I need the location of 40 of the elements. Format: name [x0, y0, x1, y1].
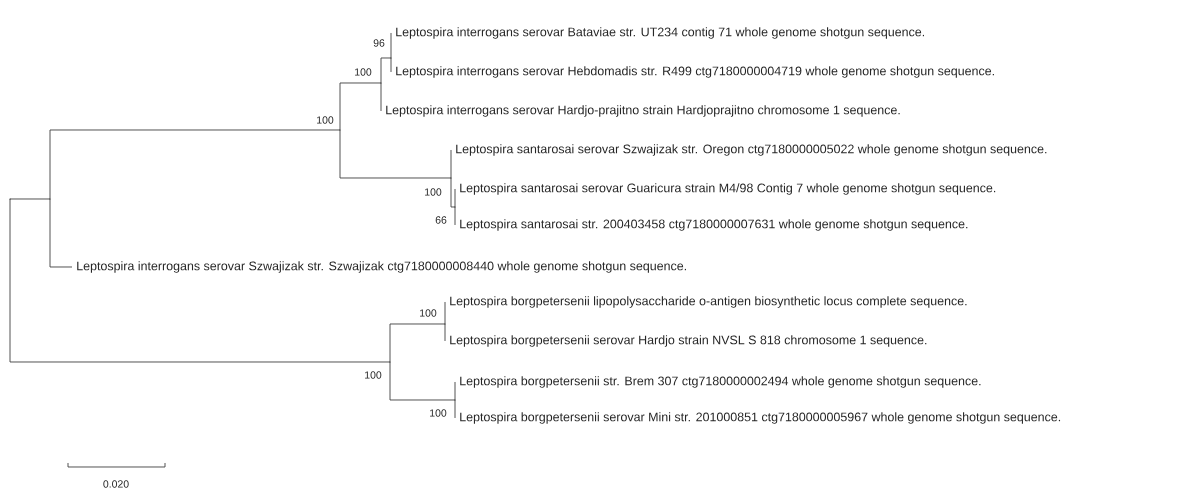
branch [390, 32, 392, 59]
bootstrap-value: 100 [365, 371, 382, 379]
species-label: Leptospira borgpetersenii lipopolysaccharide o-antigen biosynthetic locus complete sequence. [450, 296, 967, 308]
branch [49, 129, 341, 200]
branch [9, 198, 51, 200]
species-label: Leptospira borgpetersenii serovar Hardjo strain NVSL S 818 chromosome 1 sequence. [450, 335, 927, 347]
bootstrap-value: 100 [355, 68, 372, 76]
species-label: Leptospira interrogans serovar Bataviae str. UT234 contig 71 whole genome shotgun sequence. [396, 27, 925, 39]
species-label: Leptospira interrogans serovar Hardjo-prajitno strain Hardjoprajitno chromosome 1 sequence. [386, 105, 900, 117]
bootstrap-value: 100 [425, 188, 442, 196]
branch [450, 177, 456, 208]
branch [380, 82, 382, 112]
branch [454, 399, 456, 419]
branch [380, 57, 392, 84]
branch [450, 149, 452, 179]
scale-label: 0.020 [103, 480, 129, 488]
branch [389, 323, 446, 363]
species-label: Leptospira santarosai serovar Guaricura strain M4/98 Contig 7 whole genome shotgun sequence. [460, 183, 996, 195]
bootstrap-value: 66 [435, 216, 447, 224]
species-label: Leptospira borgpetersenii serovar Mini str. 201000851 ctg7180000005967 whole genome shotgun sequence. [460, 412, 1061, 424]
branch [444, 323, 446, 342]
bootstrap-value: 100 [420, 309, 437, 317]
branch [339, 129, 452, 179]
branch [390, 57, 392, 73]
species-label: Leptospira borgpetersenii str. Brem 307 ctg7180000002494 whole genome shotgun sequence. [460, 376, 981, 388]
branch [454, 206, 456, 226]
species-label: Leptospira santarosai str. 200403458 ctg7180000007631 whole genome shotgun sequence. [460, 219, 968, 231]
branch [389, 361, 456, 401]
branch [444, 301, 446, 325]
species-label: Leptospira interrogans serovar Szwajizak str. Szwajizak ctg7180000008440 whole genome shotgun sequence. [77, 261, 686, 273]
branch [454, 381, 456, 401]
branch [49, 198, 73, 268]
branch [454, 188, 456, 208]
bootstrap-value: 100 [430, 409, 447, 417]
species-label: Leptospira interrogans serovar Hebdomadis str. R499 ctg7180000004719 whole genome shotgun sequence. [396, 66, 994, 78]
branch [339, 82, 382, 131]
bootstrap-value: 100 [317, 116, 334, 124]
species-label: Leptospira santarosai serovar Szwajizak str. Oregon ctg7180000005022 whole genome shotgun sequence. [456, 144, 1047, 156]
branch [9, 198, 391, 363]
bootstrap-value: 96 [373, 39, 385, 47]
